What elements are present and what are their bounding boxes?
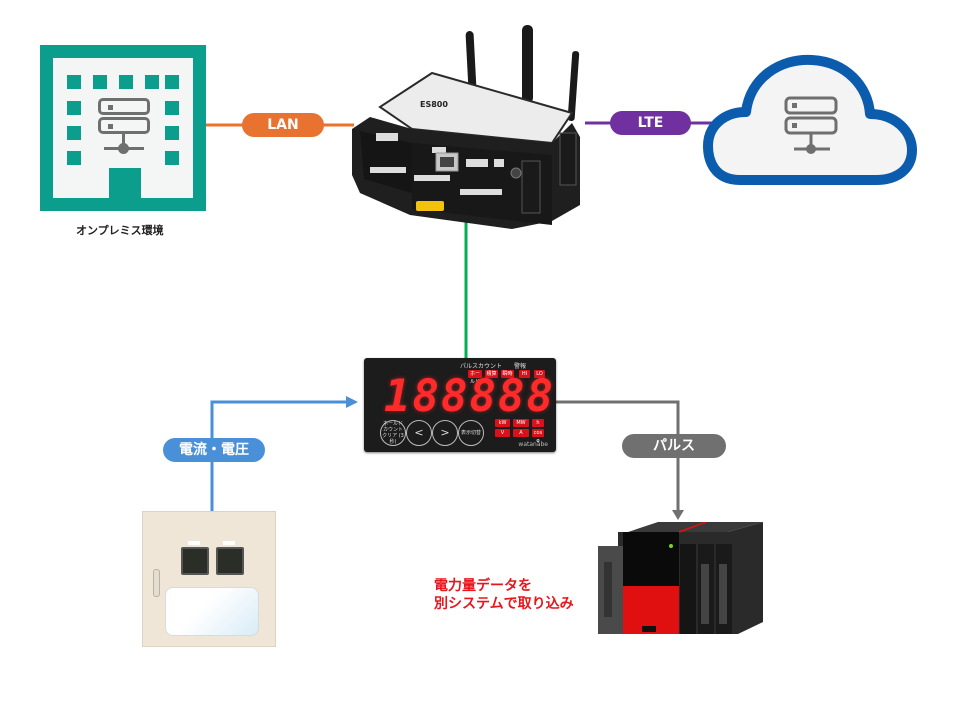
pulse-line [556,400,680,510]
unit-badge: cos φ [532,429,544,444]
unit-badge: kW [495,419,510,427]
pulse-meter-device: パルスカウント 警報 ホールド 積算 瞬時 HI LO 188888 kW MW… [364,358,556,452]
unit-badge: V [495,429,510,437]
server-icon [98,98,150,154]
voltage-current-line [210,400,346,511]
meter-brand: watanabe [518,441,548,448]
status-badge: 瞬時 [501,370,514,378]
note-line: 電力量データを [434,578,532,594]
unit-badge: MW [513,419,529,427]
display-switch-button: 表示切替 [458,420,484,446]
integration-note: 電力量データを 別システムで取り込み [434,577,574,613]
left-arrow-button: < [406,420,432,446]
power-meter-display [216,541,244,575]
plc-device-icon [598,522,763,634]
gateway-model-label: ES800 [420,100,448,109]
unit-badge: h [532,419,544,427]
voltage-current-arrowhead [346,396,358,408]
status-badge: HI [519,370,530,378]
status-badge: ホールド [468,370,482,385]
power-meter-display [181,541,209,575]
right-arrow-button: > [432,420,458,446]
status-badge: LO [534,370,545,378]
cabinet-window [165,587,259,636]
pulse-arrowhead [672,510,684,520]
alarm-label: 警報 [514,363,527,370]
lte-label: LTE [610,111,691,135]
onpremise-building-icon [40,45,206,211]
onpremise-label: オンプレミス環境 [76,224,164,237]
pulse-count-label: パルスカウント [460,363,503,370]
gateway-device: ES800 [352,25,580,229]
pulse-label: パルス [622,434,726,458]
cloud-icon [703,54,917,185]
antenna-icon [465,25,580,121]
cabinet-handle [153,569,160,597]
hold-clear-button: ホールド カウントクリア (3秒) [380,420,406,446]
electrical-cabinet-icon [142,511,276,647]
status-badge: 積算 [485,370,498,378]
voltage-current-label: 電流・電圧 [163,438,265,462]
unit-badge: A [513,429,529,437]
note-line: 別システムで取り込み [434,596,574,612]
meter-display-value: 188888 [384,371,555,422]
lan-label: LAN [242,113,324,137]
